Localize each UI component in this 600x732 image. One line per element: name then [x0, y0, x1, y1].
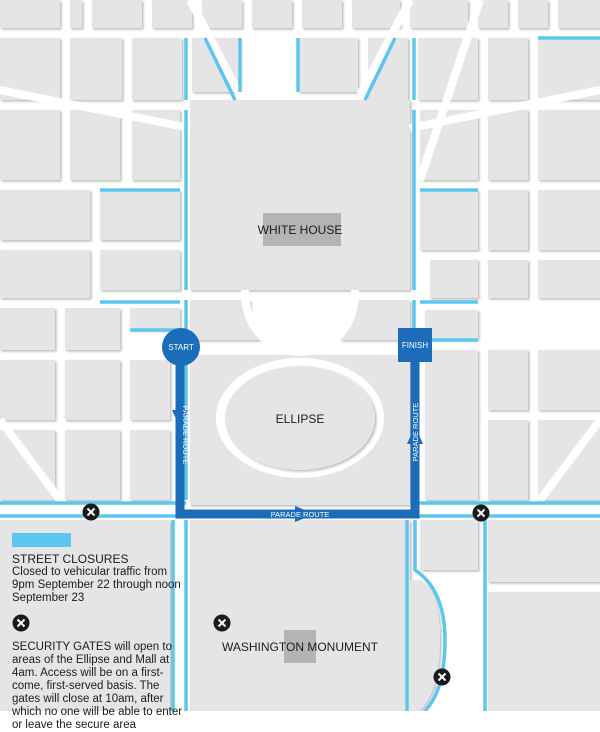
security-gates-description: SECURITY GATES will open to areas of the…	[12, 641, 183, 731]
parade-route-label-west: PARADE ROUTE	[181, 406, 190, 465]
map-legend: STREET CLOSURES Closed to vehicular traf…	[12, 533, 187, 732]
parade-route	[172, 345, 423, 522]
city-blocks	[0, 0, 600, 711]
parade-route-label-east: PARADE ROUTE	[411, 403, 420, 462]
x-circle-icon	[213, 614, 231, 632]
x-circle-icon	[472, 504, 490, 522]
route-arrow-down	[172, 410, 188, 428]
street-closure-swatch	[12, 533, 71, 547]
white-house-label: WHITE HOUSE	[258, 223, 343, 237]
parade-route-label-south: PARADE ROUTE	[271, 510, 330, 519]
street-closures-title: STREET CLOSURES	[12, 552, 129, 566]
finish-marker: FINISH	[398, 328, 432, 362]
washington-monument-building	[284, 630, 316, 663]
street-closures-description: Closed to vehicular traffic from 9pm Sep…	[12, 566, 181, 604]
white-house-building	[263, 213, 341, 246]
x-circle-icon	[12, 614, 30, 632]
national-mall	[0, 520, 440, 711]
x-circle-icon	[433, 668, 451, 686]
start-marker: START	[162, 328, 200, 366]
parade-map: START FINISH PARADE ROUTE PARADE ROUTE P…	[0, 0, 600, 711]
route-arrow-right	[295, 506, 315, 522]
south-lawn-drive	[241, 289, 359, 357]
start-label: START	[168, 343, 194, 352]
security-gates	[82, 503, 490, 686]
diagonal-avenues	[0, 0, 600, 500]
ellipse-label: ELLIPSE	[276, 412, 325, 426]
finish-label: FINISH	[402, 341, 428, 350]
ellipse-lawn	[225, 366, 375, 470]
x-circle-icon	[82, 503, 100, 521]
washington-monument-label: WASHINGTON MONUMENT	[222, 640, 379, 654]
route-arrow-up	[407, 426, 423, 444]
